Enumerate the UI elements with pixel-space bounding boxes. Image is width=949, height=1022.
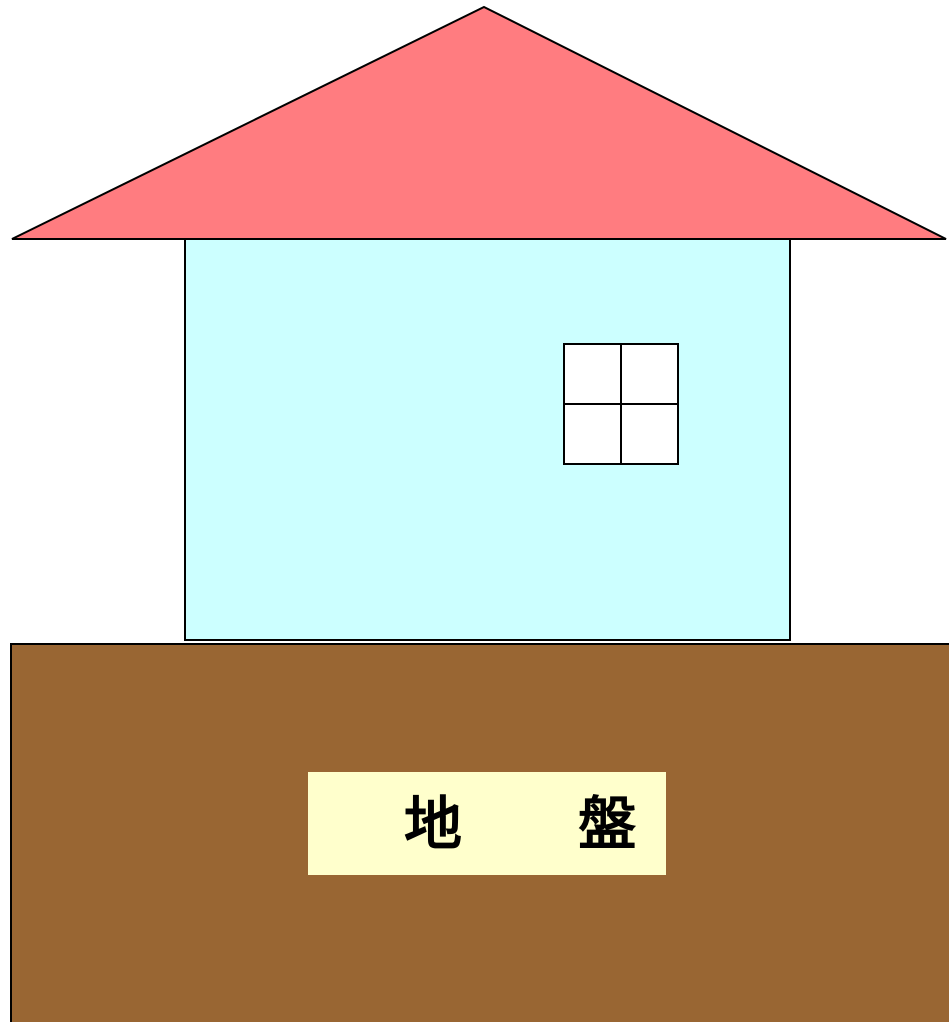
ground-label-box	[308, 772, 666, 875]
house-wall	[184, 238, 791, 641]
ground-label: 地 盤	[404, 790, 684, 858]
house-roof	[11, 5, 947, 240]
house-window	[563, 343, 679, 465]
